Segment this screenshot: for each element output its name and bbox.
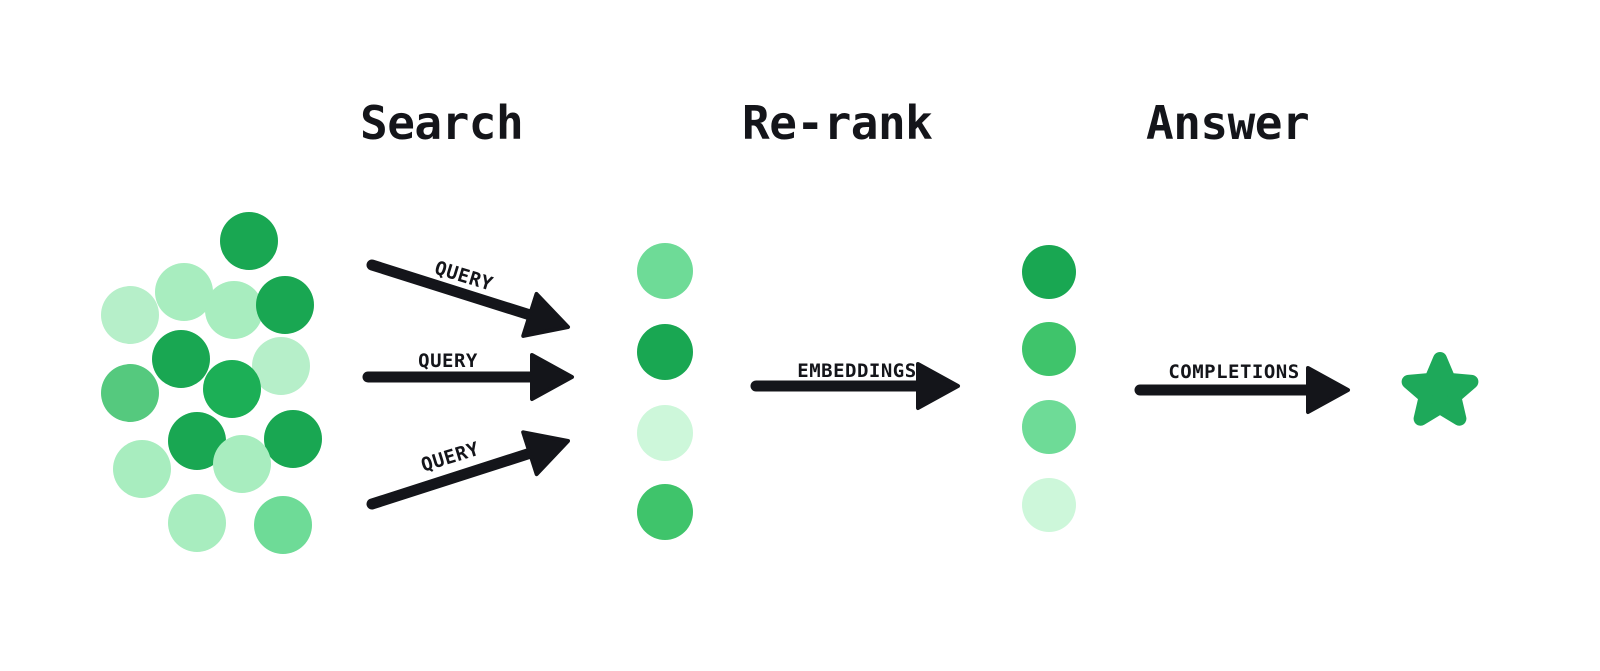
query-arrow-top-head [521,291,570,338]
document-dot [213,435,271,493]
reranked-dot [1022,245,1076,299]
reranked-dot [1022,400,1076,454]
embeddings-arrow: EMBEDDINGS [750,360,960,410]
query-arrow-bottom: QUERY [366,430,570,510]
completions-arrow-head [1306,366,1350,414]
document-dot [203,360,261,418]
document-dot [205,281,263,339]
query-arrow-top-label: QUERY [432,257,496,296]
stage-heading-search: Search [360,96,524,150]
retrieved-dot [637,243,693,299]
document-dot [152,330,210,388]
document-dot [113,440,171,498]
completions-arrow-label: COMPLETIONS [1168,361,1299,383]
retrieved-dot [637,484,693,540]
completions-arrow: COMPLETIONS [1134,361,1350,414]
retrieved-dot [637,324,693,380]
stage-heading-answer: Answer [1146,96,1310,150]
query-arrow-middle-head [530,353,574,401]
query-arrow-bottom-shaft [366,446,540,510]
document-dot [101,286,159,344]
query-arrow-top: QUERY [366,257,570,338]
query-arrow-middle: QUERY [362,350,574,401]
answer-star [1401,352,1479,426]
document-dot [264,410,322,468]
retrieved-dot [637,405,693,461]
document-dot [220,212,278,270]
document-dot [252,337,310,395]
document-dot [101,364,159,422]
stage-heading-re-rank: Re-rank [742,96,933,150]
embeddings-arrow-label: EMBEDDINGS [797,360,916,382]
reranked-dot [1022,322,1076,376]
query-arrow-middle-label: QUERY [418,350,478,372]
document-dot [155,263,213,321]
reranked-dot [1022,478,1076,532]
document-dot [168,494,226,552]
query-arrow-top-shaft [366,259,540,322]
document-dot [254,496,312,554]
query-arrow-bottom-label: QUERY [418,438,482,477]
query-arrow-bottom-head [521,430,570,477]
embeddings-arrow-head [916,362,960,410]
document-dot [256,276,314,334]
